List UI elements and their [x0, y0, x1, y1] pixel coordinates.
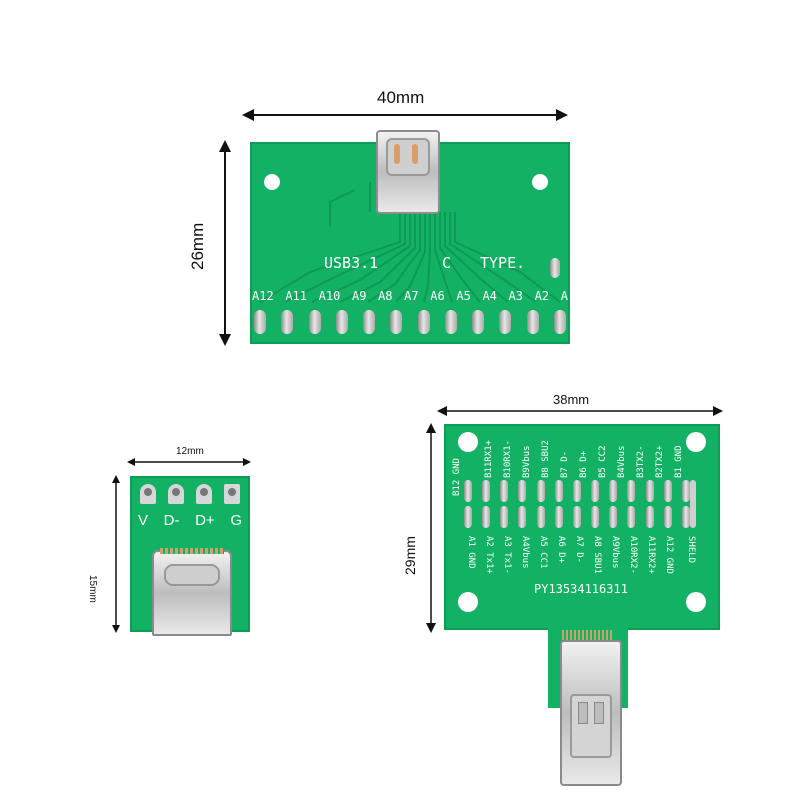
- solder-pad: [281, 310, 294, 334]
- solder-pad: [417, 310, 430, 334]
- pin-label: A11RX2+: [646, 536, 656, 574]
- usb-c-port: [386, 138, 430, 176]
- pin-label: SHELD: [686, 536, 696, 564]
- mount-hole: [686, 592, 706, 612]
- part-number: PY13534116311: [534, 582, 628, 596]
- pin-label: A: [560, 289, 568, 303]
- pin-label: A1 GND: [466, 536, 476, 569]
- board3-pcb: B12 GND B11RX1+ B10RX1- B9Vbus B8 SBU2 B…: [444, 424, 720, 630]
- shield-pad: [690, 480, 696, 528]
- solder-pad: [196, 484, 212, 504]
- usb-c-connector: [152, 548, 232, 636]
- solder-pad: [390, 310, 403, 334]
- width-arrow-icon: [127, 458, 251, 466]
- silk-type-label: TYPE.: [480, 254, 526, 272]
- pin-label: A8 SBU1: [592, 536, 602, 574]
- board1-pin-labels: A12 A11 A10 A9 A8 A7 A6 A5 A4 A3 A2 A: [252, 289, 568, 303]
- pin-label: A5 CC1: [538, 536, 548, 569]
- height-arrow-icon: [219, 140, 231, 346]
- board2-width-label: 12mm: [176, 446, 204, 457]
- board2-pcb: V D- D+ G: [130, 476, 250, 636]
- solder-pad: [526, 310, 539, 334]
- pin-label: A7 D-: [574, 536, 584, 564]
- pin-label: A11: [285, 289, 308, 303]
- board2-height-label: 15mm: [87, 575, 98, 603]
- silk-usb-label: USB3.1: [324, 254, 379, 272]
- pin-label: D-: [163, 512, 180, 529]
- pin-label: A2 Tx1+: [484, 536, 494, 574]
- board1-width-label: 40mm: [377, 88, 425, 107]
- pin-label: B4Vbus: [617, 445, 627, 478]
- board2-pad-row: [140, 484, 240, 504]
- pin-label: A2: [534, 289, 550, 303]
- height-arrow-icon: [426, 423, 436, 633]
- board3-top-pad-row: [464, 480, 690, 502]
- solder-pad: [444, 310, 457, 334]
- solder-pad: [224, 484, 240, 504]
- solder-pad: [553, 310, 566, 334]
- usb-c-connector: [376, 130, 440, 214]
- pin-label: B10RX1-: [503, 440, 513, 478]
- solder-pad: [254, 310, 266, 334]
- solder-pad: [168, 484, 184, 504]
- board3-width-label: 38mm: [553, 392, 590, 407]
- pin-label: A10: [318, 289, 341, 303]
- board3-bottom-pad-row: [464, 506, 690, 528]
- mount-hole: [458, 592, 478, 612]
- pin-label: B12 GND: [452, 458, 462, 496]
- pin-label: B8 SBU2: [541, 440, 551, 478]
- solder-pad: [550, 258, 560, 278]
- pin-label: A5: [456, 289, 471, 303]
- solder-pad: [335, 310, 348, 334]
- pin-label: A3: [508, 289, 523, 303]
- pin-label: G: [230, 512, 242, 529]
- pin-label: A12 GND: [664, 536, 674, 574]
- pin-label: B11RX1+: [484, 440, 494, 478]
- pin-label: B2TX2+: [655, 445, 665, 478]
- pin-label: A7: [404, 289, 419, 303]
- pin-label: B9Vbus: [522, 445, 532, 478]
- mount-hole: [458, 432, 478, 452]
- solder-pad: [308, 310, 321, 334]
- board2-pin-labels: V D- D+ G: [138, 512, 242, 529]
- pin-label: A3 Tx1-: [502, 536, 512, 574]
- pin-label: B1 GND: [674, 445, 684, 478]
- pin-label: B7 D-: [560, 450, 570, 478]
- pin-label: B6 D+: [579, 450, 589, 478]
- pin-label: A6: [430, 289, 445, 303]
- height-arrow-icon: [112, 475, 120, 633]
- solder-pad: [499, 310, 512, 334]
- mount-hole: [264, 174, 280, 190]
- pin-label: A4Vbus: [520, 536, 530, 569]
- width-arrow-icon: [437, 406, 723, 416]
- solder-pad: [140, 484, 156, 504]
- board1-pad-row: [254, 310, 566, 334]
- silk-c-label: C: [442, 254, 452, 272]
- board1-height-label: 26mm: [188, 222, 207, 270]
- solder-pad: [363, 310, 376, 334]
- solder-pad: [472, 310, 485, 334]
- mount-hole: [532, 174, 548, 190]
- traces-icon: [259, 182, 561, 303]
- pin-label: A4: [482, 289, 497, 303]
- pin-label: A9: [351, 289, 367, 303]
- mount-hole: [686, 432, 706, 452]
- pin-label: A6 D+: [556, 536, 566, 564]
- pin-label: A12: [252, 289, 274, 303]
- pin-label: A10RX2-: [628, 536, 638, 574]
- pin-label: V: [138, 512, 149, 529]
- pin-label: D+: [195, 512, 215, 529]
- usb-c-connector: [560, 640, 622, 786]
- pin-label: A9Vbus: [610, 536, 620, 569]
- width-arrow-icon: [242, 109, 568, 121]
- pin-label: A8: [378, 289, 393, 303]
- pin-label: B5 CC2: [598, 445, 608, 478]
- pin-label: B3TX2-: [636, 445, 646, 478]
- board1-pcb: USB3.1 C TYPE. A12 A11 A10 A9 A8 A7 A6 A…: [250, 130, 570, 344]
- board3-height-label: 29mm: [402, 536, 418, 575]
